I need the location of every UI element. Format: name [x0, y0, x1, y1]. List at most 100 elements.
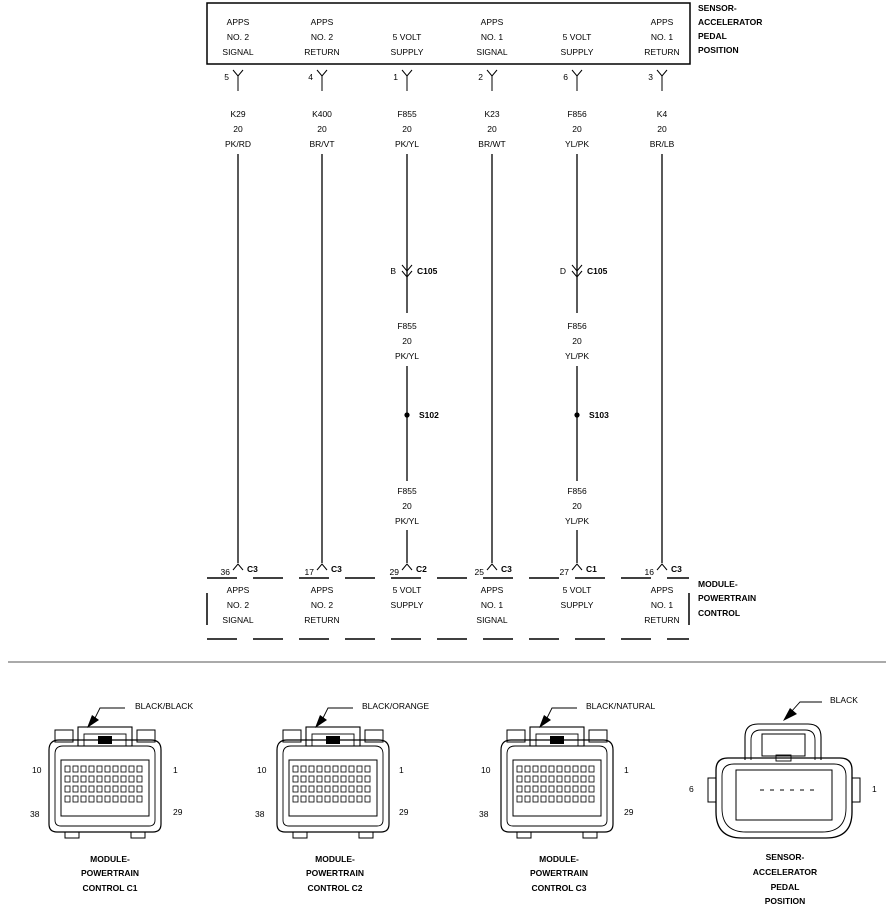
sensor-pin-function: RETURN — [304, 47, 339, 57]
connector-name-line: MODULE- — [539, 854, 579, 864]
module-pin-function: APPS — [311, 585, 334, 595]
module-connector-tag: C1 — [586, 564, 597, 574]
wire-f856: F856 20 YL/PK F856 20 YL/PK F856 20 YL/P… — [560, 69, 609, 563]
wire-gauge: 20 — [572, 336, 582, 346]
sensor-pin-function: SUPPLY — [561, 47, 594, 57]
module-pin-number: 36 — [221, 567, 231, 577]
wire-color: PK/YL — [395, 516, 419, 526]
male-terminal-symbol — [401, 563, 413, 571]
sensor-top-block: SENSOR- ACCELERATOR PEDAL POSITION APPS … — [206, 2, 762, 82]
splice-name: S103 — [589, 410, 609, 420]
wire-gauge: 20 — [402, 501, 412, 511]
female-terminal-symbol — [571, 69, 583, 77]
pcm-connector-face-icon — [500, 726, 614, 839]
leader-arrowhead — [87, 715, 99, 728]
sensor-pin-number: 5 — [224, 72, 229, 82]
wire-gauge: 20 — [572, 124, 582, 134]
pcm-connector-face-icon — [276, 726, 390, 839]
pin-number: 1 — [173, 765, 178, 775]
module-connector-tag: C2 — [416, 564, 427, 574]
connector-view-c3: BLACK/NATURAL 10 1 38 29 MODULE- POWERTR… — [479, 701, 656, 893]
sensor-pin-function: NO. 1 — [481, 32, 503, 42]
sensor-pin-function: SUPPLY — [391, 47, 424, 57]
module-pin-function: SUPPLY — [561, 600, 594, 610]
leader-arrowhead — [315, 715, 327, 728]
sensor-pin-number: 4 — [308, 72, 313, 82]
connector-name-line: POWERTRAIN — [530, 868, 588, 878]
module-pin-number: 27 — [560, 567, 570, 577]
connector-name-line: POWERTRAIN — [81, 868, 139, 878]
female-terminal-symbol — [232, 69, 244, 77]
connector-name-line: ACCELERATOR — [753, 867, 817, 877]
sensor-pin-function: 5 VOLT — [393, 32, 422, 42]
leader-arrowhead — [539, 715, 551, 728]
module-pin-function: APPS — [481, 585, 504, 595]
connector-name: C105 — [417, 266, 438, 276]
module-pin-function: RETURN — [644, 615, 679, 625]
sensor-pin-number: 1 — [393, 72, 398, 82]
module-pin-function: NO. 1 — [651, 600, 673, 610]
connector-name-line: POSITION — [765, 896, 806, 906]
wire-circuit: F856 — [567, 109, 587, 119]
wire-circuit: F855 — [397, 321, 417, 331]
splice-dot — [574, 412, 580, 418]
connector-name-line: CONTROL C2 — [307, 883, 362, 893]
pin-number: 29 — [624, 807, 634, 817]
wire-circuit: F855 — [397, 109, 417, 119]
connector-color: BLACK/ORANGE — [362, 701, 429, 711]
wire-f855: F855 20 PK/YL F855 20 PK/YL F855 20 PK/Y… — [390, 69, 439, 563]
connector-name-line: MODULE- — [90, 854, 130, 864]
wire-gauge: 20 — [402, 336, 412, 346]
module-pin-function: NO. 1 — [481, 600, 503, 610]
male-terminal-symbol — [656, 563, 668, 571]
connector-color: BLACK/NATURAL — [586, 701, 656, 711]
module-pin-function: RETURN — [304, 615, 339, 625]
female-terminal-symbol — [316, 69, 328, 77]
wire-color: PK/YL — [395, 139, 419, 149]
sensor-pin-number: 6 — [563, 72, 568, 82]
connector-color: BLACK/BLACK — [135, 701, 193, 711]
sensor-pin-function: NO. 2 — [227, 32, 249, 42]
sensor-top-label-line: ACCELERATOR — [698, 17, 762, 27]
connector-view-c1: BLACK/BLACK 10 1 38 29 MODULE- POWERTRAI… — [30, 701, 193, 893]
pin-number: 38 — [30, 809, 40, 819]
wire-k4: K4 20 BR/LB — [650, 69, 675, 563]
wire-k23: K23 20 BR/WT — [478, 69, 506, 563]
wire-k400: K400 20 BR/VT — [309, 69, 335, 563]
wire-color: PK/RD — [225, 139, 251, 149]
wire-color: PK/YL — [395, 351, 419, 361]
module-pin-function: SUPPLY — [391, 600, 424, 610]
module-bottom-label-line: MODULE- — [698, 579, 738, 589]
wire-color: BR/VT — [309, 139, 334, 149]
pin-number: 1 — [624, 765, 629, 775]
wire-color: YL/PK — [565, 351, 589, 361]
module-pin-function: APPS — [227, 585, 250, 595]
pcm-connector-face-icon — [48, 726, 162, 839]
wire-gauge: 20 — [657, 124, 667, 134]
pin-number: 38 — [255, 809, 265, 819]
connector-view-c2: BLACK/ORANGE 10 1 38 29 MODULE- POWERTRA… — [255, 701, 429, 893]
connector-name-line: CONTROL C3 — [531, 883, 586, 893]
wire-gauge: 20 — [572, 501, 582, 511]
module-pin-function: NO. 2 — [227, 600, 249, 610]
wire-gauge: 20 — [317, 124, 327, 134]
wire-circuit: F855 — [397, 486, 417, 496]
module-pin-number: 16 — [645, 567, 655, 577]
module-connector-tag: C3 — [331, 564, 342, 574]
sensor-top-box — [206, 2, 691, 65]
pin-number: 38 — [479, 809, 489, 819]
wire-circuit: K29 — [230, 109, 245, 119]
wire-gauge: 20 — [487, 124, 497, 134]
sensor-pin-function: APPS — [481, 17, 504, 27]
wire-circuit: F856 — [567, 321, 587, 331]
module-pin-number: 25 — [475, 567, 485, 577]
module-bottom-label-line: POWERTRAIN — [698, 593, 756, 603]
connector-pin-letter: B — [390, 266, 396, 276]
sensor-pin-number: 3 — [648, 72, 653, 82]
module-pin-function: NO. 2 — [311, 600, 333, 610]
female-terminal-symbol — [486, 69, 498, 77]
splice-dot — [404, 412, 410, 418]
sensor-top-label-line: PEDAL — [698, 31, 727, 41]
sensor-pin-function: RETURN — [644, 47, 679, 57]
